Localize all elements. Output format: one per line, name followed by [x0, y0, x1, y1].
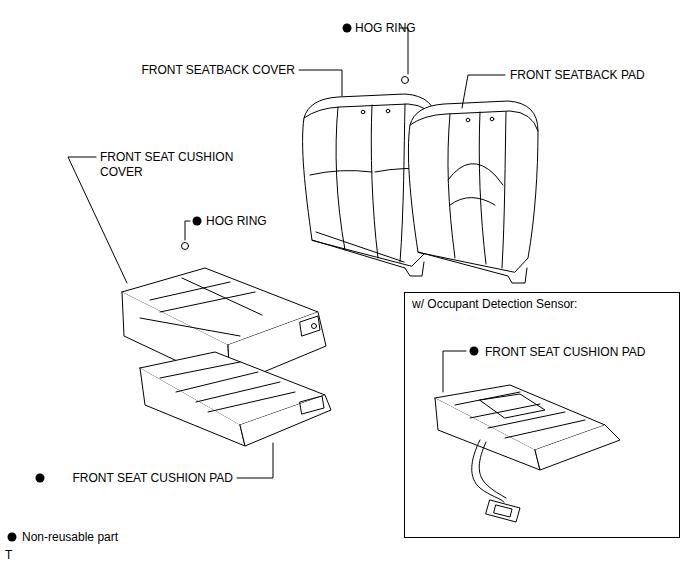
part-name: FRONT SEAT CUSHION PAD [73, 471, 233, 486]
hog-ring [182, 243, 189, 250]
part-name: FRONT SEATBACK PAD [510, 68, 645, 83]
inset-heading: w/ Occupant Detection Sensor: [412, 297, 577, 312]
hog-ring [402, 77, 409, 84]
leader-lines [68, 28, 505, 478]
legend-text: Non-reusable part [22, 530, 118, 545]
part-name: FRONT SEATBACK COVER [141, 63, 295, 78]
part-name: HOG RING [206, 214, 267, 229]
part-name: HOG RING [355, 21, 416, 36]
seatback-pad [408, 101, 538, 283]
part-name: FRONT SEAT CUSHION PAD [485, 345, 645, 360]
legend-symbol [8, 533, 17, 542]
inset-box: w/ Occupant Detection Sensor: FRONT SEAT … [404, 292, 680, 538]
non-reusable-mark [8, 24, 479, 542]
part-name: FRONT SEAT CUSHION COVER [100, 150, 260, 180]
figure-code: T [5, 548, 12, 563]
seat-cushion-pad [140, 352, 331, 446]
sensor-cushion-pad [435, 385, 620, 522]
